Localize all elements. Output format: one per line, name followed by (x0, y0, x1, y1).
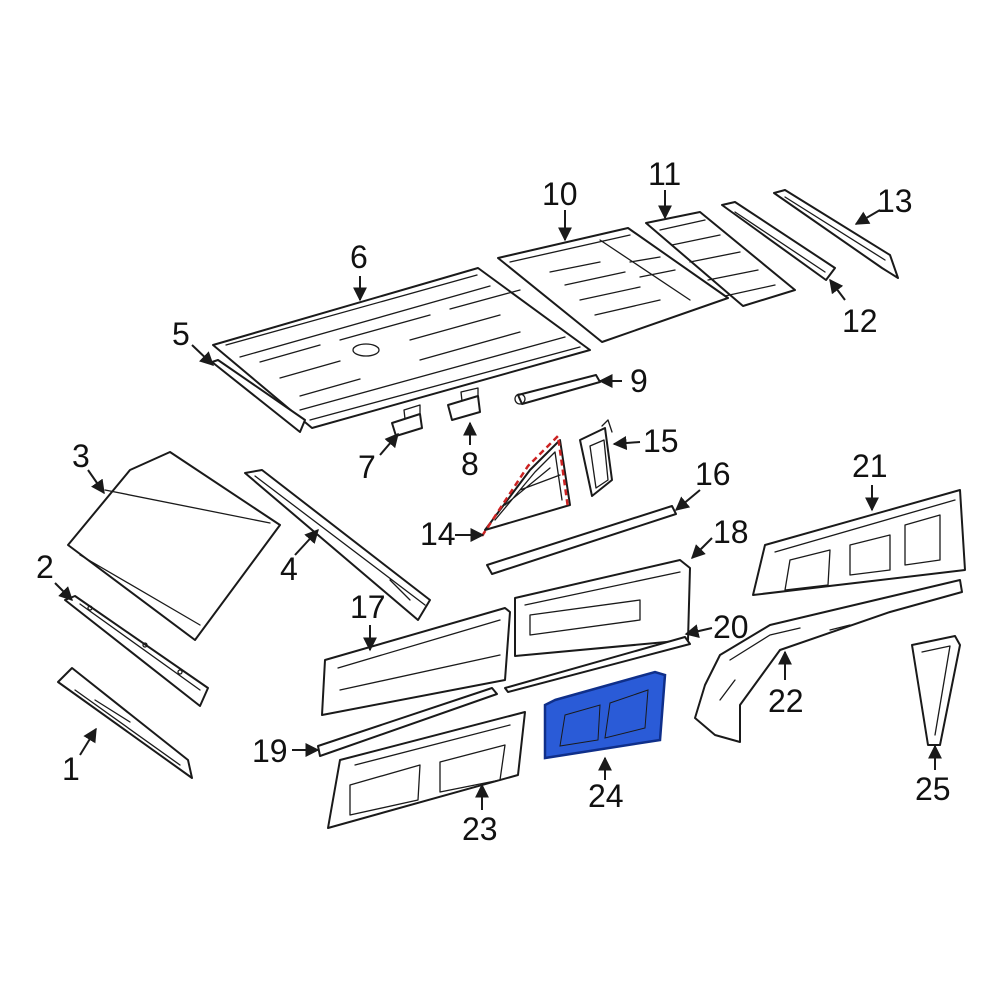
part-10-roof-panel[interactable] (497, 227, 729, 343)
part-17-side-panel[interactable] (321, 607, 511, 716)
part-9-roof-bow[interactable] (514, 374, 601, 405)
callout-13[interactable]: 13 (877, 183, 913, 219)
callout-24[interactable]: 24 (588, 778, 624, 814)
part-1-cowl-panel[interactable] (57, 667, 193, 779)
leader-1 (79, 727, 97, 756)
callout-12[interactable]: 12 (842, 303, 878, 339)
leader-12 (829, 278, 846, 301)
callout-15[interactable]: 15 (643, 423, 679, 459)
callout-labels: 1 2 3 4 5 6 7 8 9 10 11 12 13 14 15 16 1… (36, 156, 951, 847)
callout-4[interactable]: 4 (280, 551, 298, 587)
callout-3[interactable]: 3 (72, 438, 90, 474)
leader-5 (191, 344, 215, 366)
callout-2[interactable]: 2 (36, 549, 54, 585)
callout-8[interactable]: 8 (461, 446, 479, 482)
part-16-moulding[interactable] (486, 505, 677, 575)
part-11-roof-bow[interactable] (645, 211, 796, 307)
callout-10[interactable]: 10 (542, 176, 578, 212)
callout-7[interactable]: 7 (358, 449, 376, 485)
callout-6[interactable]: 6 (350, 239, 368, 275)
leader-20 (684, 624, 713, 638)
part-5-roof-rail[interactable] (211, 359, 306, 433)
callout-5[interactable]: 5 (172, 316, 190, 352)
part-3-windshield[interactable] (67, 451, 281, 641)
leader-7 (379, 432, 399, 456)
part-21-rear-side-panel[interactable] (752, 489, 966, 596)
callout-19[interactable]: 19 (252, 733, 288, 769)
leader-lines (54, 190, 942, 810)
leader-15 (612, 436, 641, 451)
part-14-quarter-glass[interactable] (480, 433, 571, 537)
callout-16[interactable]: 16 (695, 456, 731, 492)
part-12-roof-rear-rail[interactable] (721, 201, 836, 281)
callout-17[interactable]: 17 (350, 589, 386, 625)
part-13-rear-header[interactable] (773, 189, 899, 279)
callout-23[interactable]: 23 (462, 811, 498, 847)
callout-21[interactable]: 21 (852, 448, 888, 484)
part-24-door-inner-panel[interactable] (543, 670, 667, 760)
callout-11[interactable]: 11 (648, 156, 681, 192)
callout-9[interactable]: 9 (630, 363, 648, 399)
callout-22[interactable]: 22 (768, 683, 804, 719)
callout-14[interactable]: 14 (420, 516, 456, 552)
part-18-side-panel[interactable] (514, 559, 691, 657)
callout-25[interactable]: 25 (915, 771, 951, 807)
part-20-sill-strip[interactable] (504, 636, 691, 693)
leader-2 (54, 582, 73, 601)
part-23-lower-side-panel[interactable] (327, 711, 526, 829)
leader-18 (691, 537, 713, 559)
part-7-bracket[interactable] (391, 404, 423, 437)
callout-1[interactable]: 1 (62, 751, 80, 787)
part-15-pillar-bracket[interactable] (579, 419, 613, 497)
part-4-a-pillar-rail[interactable] (244, 469, 431, 621)
leader-16 (674, 489, 701, 511)
part-6-roof-panel[interactable] (212, 267, 591, 429)
leader-13 (854, 209, 881, 225)
leader-3 (87, 469, 105, 495)
part-22-wheelhouse-rocker[interactable] (694, 579, 963, 743)
callout-20[interactable]: 20 (713, 609, 749, 645)
leader-4 (294, 528, 319, 556)
callout-18[interactable]: 18 (713, 514, 749, 550)
part-25-c-pillar[interactable] (911, 635, 961, 746)
part-8-bracket[interactable] (447, 387, 481, 421)
